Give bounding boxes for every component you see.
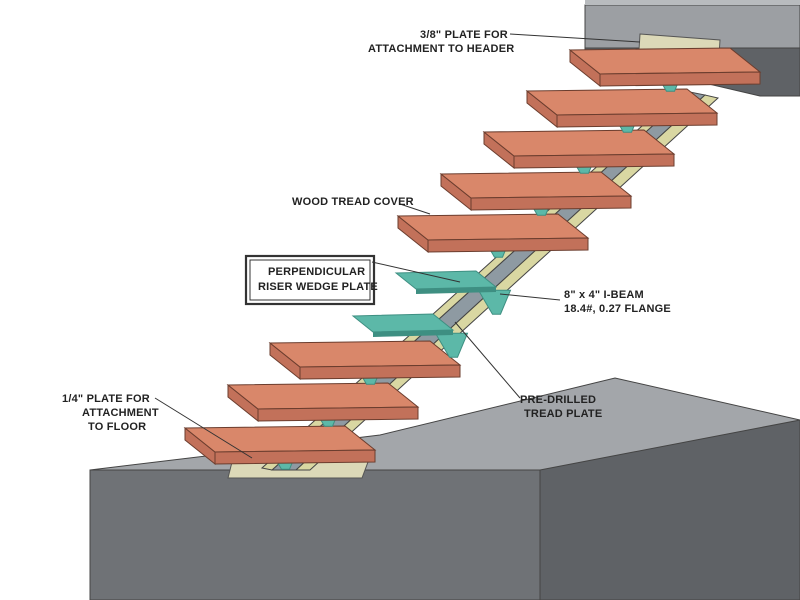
wood-tread (183, 425, 377, 470)
label-riser-1: PERPENDICULAR (268, 266, 365, 278)
tread-plate (394, 270, 512, 315)
wood-tread (482, 129, 676, 174)
label-floor-plate-3: TO FLOOR (88, 421, 146, 433)
wood-tread (439, 171, 633, 216)
wood-tread (525, 88, 719, 133)
treads (183, 47, 762, 470)
wood-tread (396, 213, 590, 258)
label-header-plate-2: ATTACHMENT TO HEADER (368, 43, 514, 55)
label-riser-2: RISER WEDGE PLATE (258, 281, 378, 293)
wood-tread (268, 340, 462, 385)
wood-tread (226, 382, 420, 427)
label-ibeam-2: 18.4#, 0.27 FLANGE (564, 303, 671, 315)
tread-plate (351, 313, 469, 358)
label-ibeam-1: 8" x 4" I-BEAM (564, 289, 644, 301)
label-wood-tread: WOOD TREAD COVER (292, 196, 414, 208)
label-floor-plate-2: ATTACHMENT (82, 407, 159, 419)
label-tread-plate-2: TREAD PLATE (524, 408, 602, 420)
floor-slab (89, 377, 800, 600)
label-floor-plate-1: 1/4" PLATE FOR (62, 393, 150, 405)
label-header-plate-1: 3/8" PLATE FOR (420, 29, 508, 41)
wood-tread (568, 47, 762, 92)
leader-lines (154, 33, 641, 459)
riser-label-box (244, 254, 376, 306)
label-tread-plate-1: PRE-DRILLED (520, 394, 596, 406)
